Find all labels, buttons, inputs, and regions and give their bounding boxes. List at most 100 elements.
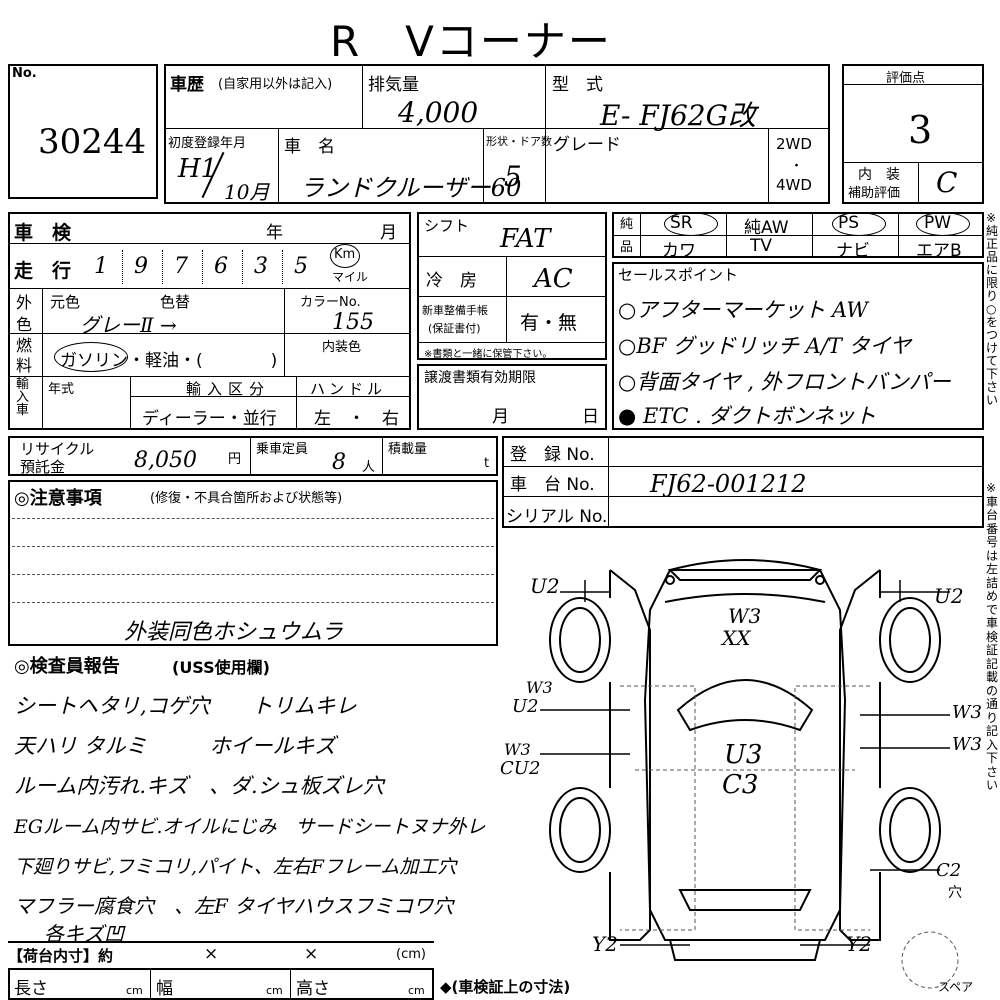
color-value: グレーⅡ → (80, 313, 177, 337)
front-bumper (667, 569, 823, 581)
import-class-label: 輸入区分 (186, 380, 271, 398)
sales-point-1: ○アフターマーケット AW (618, 298, 868, 322)
shaken-label: 車 検 (14, 222, 72, 244)
diag-rear-right: Y2 (846, 932, 872, 956)
handle-value: 左 ・ 右 (314, 409, 399, 429)
sales-point-2: ○BF グッドリッチ A/T タイヤ (618, 334, 911, 358)
ac-label: 冷 房 (426, 271, 477, 291)
cargo-width-cm: cm (266, 984, 283, 997)
diag-rr-door: W3 (952, 734, 982, 755)
model-value: E- FJ62G改 (600, 99, 756, 132)
history-note: (自家用以外は記入) (218, 77, 333, 92)
mirror-left (665, 575, 675, 585)
right-side-panel (839, 569, 881, 941)
diag-roof-a: U3 (724, 740, 763, 770)
drive-2wd: 2WD (776, 135, 812, 153)
mirror-right (815, 575, 825, 585)
transfer-day: 日 (582, 407, 599, 427)
load-unit: t (484, 456, 490, 471)
mileage-unit-mile: マイル (332, 270, 369, 284)
left-side-panel (609, 569, 651, 941)
genuine-label-1: 純 (620, 217, 634, 232)
inspector-line-5: 下廻りサビ,フミコリ,パイト、左右Fフレーム加工穴 (14, 856, 457, 878)
cargo-label: 【荷台内寸】約 (8, 947, 114, 965)
manual-note: ※書類と一緒に保管下さい。 (424, 349, 553, 360)
cargo-times-1: × (204, 944, 219, 964)
sales-point-4: ● ETC . ダクトボンネット (618, 404, 877, 428)
mileage-unit-km: Km (334, 247, 356, 262)
score-value: 3 (908, 108, 933, 152)
ps-circle (832, 212, 886, 236)
equipment-row-2: カワ TV ナビ エアB (640, 235, 984, 261)
capacity-value: 8 (332, 450, 346, 475)
transfer-month: 月 (492, 407, 509, 427)
displacement-label: 排気量 (368, 75, 419, 95)
inspector-line-2: 天ハリ タルミ ホイールキズ (14, 734, 336, 758)
cargo-dims-box (8, 968, 434, 1000)
rear-window (678, 889, 812, 911)
import-label: 輸入車 (16, 377, 30, 418)
color-no-label: カラーNo. (300, 295, 361, 310)
hood-line (664, 593, 826, 603)
inspection-box (8, 212, 411, 430)
first-reg-month: 10月 (224, 180, 270, 204)
record-no-box (8, 64, 158, 199)
interior-score-label-2: 補助評価 (848, 186, 901, 201)
shift-label: シフト (424, 217, 470, 235)
inspector-label: ◎検査員報告 (14, 656, 120, 677)
fuel-options: ガソリン・軽油・( ) (60, 351, 278, 371)
sales-points-box (612, 262, 984, 430)
inspector-line-1: シートヘタリ,コゲ穴 トリムキレ (14, 694, 357, 718)
manual-label-1: 新車整備手帳 (422, 304, 488, 317)
inspector-sublabel: (USS使用欄) (172, 658, 270, 677)
sr-circle (664, 212, 718, 236)
recycle-unit: 円 (228, 452, 242, 467)
cargo-height-label: 高さ (296, 979, 330, 999)
model-label: 型 式 (552, 75, 603, 95)
equip-leather: カワ (662, 241, 696, 261)
sales-points-label: セールスポイント (618, 266, 739, 284)
score-label: 評価点 (886, 71, 926, 86)
interior-color-label: 内装色 (322, 340, 362, 355)
chassis-value: FJ62-001212 (650, 470, 807, 498)
interior-score-value: C (936, 166, 958, 199)
cargo-width-label: 幅 (156, 979, 173, 999)
notes-text: 外装同色ホシュウムラ (124, 620, 343, 645)
page-title: R Vコーナー (330, 17, 612, 66)
load-label: 積載量 (388, 442, 428, 457)
color-no-value: 155 (332, 310, 374, 335)
doors-label: 形状・ドア数 (486, 135, 552, 148)
transfer-label: 譲渡書類有効期限 (424, 370, 536, 386)
diag-right-rear: C2 (936, 860, 962, 881)
shaken-month-label: 月 (380, 223, 397, 243)
gasoline-circle (54, 342, 128, 372)
spare-circle (901, 931, 959, 989)
diag-front-right: U2 (934, 584, 964, 608)
inspector-line-6: マフラー腐食穴 、左F タイヤハウスフミコワ穴 (14, 894, 454, 918)
diag-hood: W3 (728, 604, 762, 628)
mileage-digits: 1 9 7 6 3 5 (82, 250, 382, 286)
recycle-label-2: 預託金 (20, 458, 66, 476)
cargo-height-cm: cm (408, 984, 425, 997)
rear-right-wheel (879, 787, 941, 873)
shift-box (417, 212, 607, 360)
diag-rf-door: W3 (952, 702, 982, 723)
year-type-label: 年式 (48, 382, 75, 397)
doors-value: 5 (504, 160, 522, 193)
equip-tv: TV (750, 236, 773, 256)
car-diagram (540, 559, 959, 989)
equip-airbag: エアB (916, 241, 962, 261)
import-class-value: ディーラー・並行 (142, 409, 277, 429)
cargo-length-cm: cm (126, 984, 143, 997)
rear-left-wheel (549, 787, 611, 873)
ac-value: AC (534, 264, 573, 294)
cargo-note: ◆(車検証上の寸法) (440, 978, 571, 996)
genuine-label-2: 品 (620, 240, 634, 255)
rear-bumper (668, 939, 822, 961)
chassis-label: 車 台 No. (510, 475, 595, 495)
recycle-box (8, 436, 498, 476)
first-reg-label: 初度登録年月 (168, 136, 247, 151)
shift-value: FAT (500, 224, 551, 254)
car-name-label: 車 名 (284, 137, 335, 157)
cargo-length-label: 長さ (14, 979, 48, 999)
